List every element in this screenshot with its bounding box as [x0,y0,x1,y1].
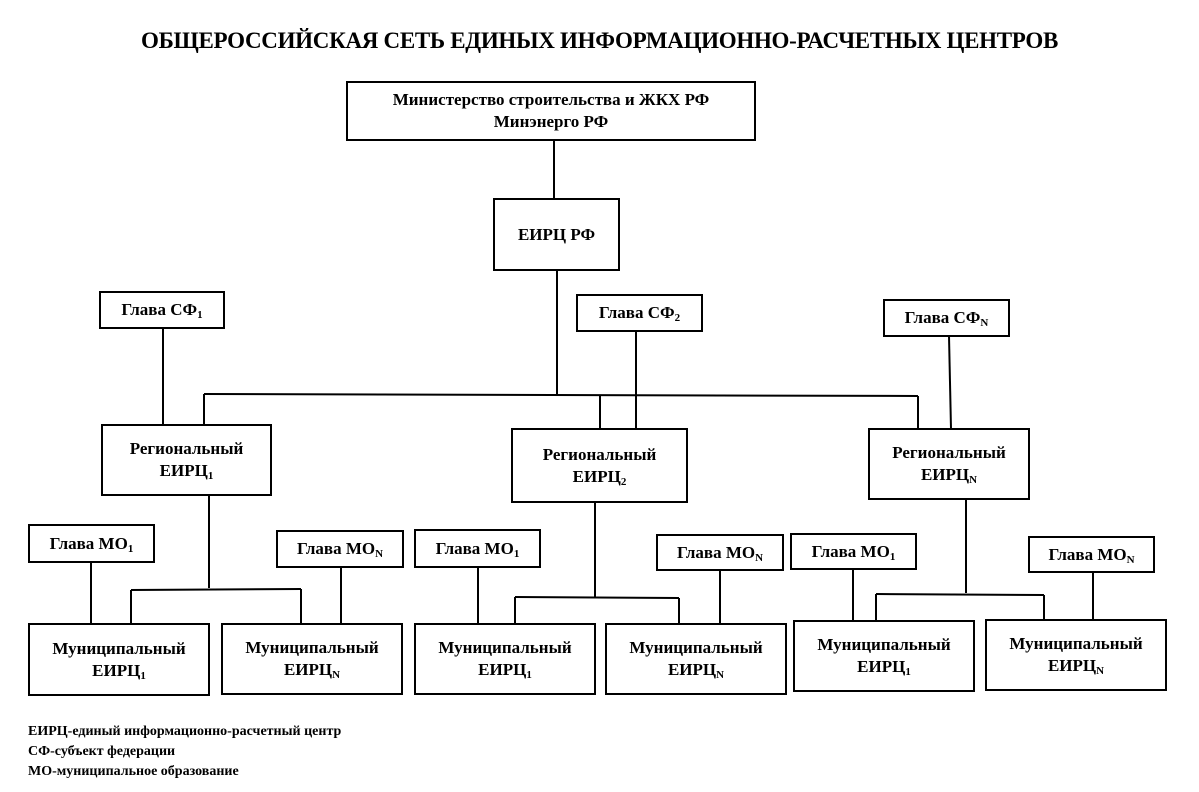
sf-head-label: Глава СФ [121,300,198,319]
sf-head-label: Глава СФ [904,308,981,327]
regional-line1: Региональный [542,444,657,464]
subscript: N [375,548,384,560]
eirc-rf-label: ЕИРЦ РФ [517,224,596,244]
subscript: N [332,669,341,681]
legend-item: СФ-субъект федерации [28,744,176,759]
mo-head-label: Глава МО [811,541,890,561]
eirc-rf-box: ЕИРЦ РФ [493,198,620,271]
mo-head-label: Глава МО [49,533,128,553]
subscript: 1 [140,669,146,682]
mo-head-box: Глава МОN [1028,536,1155,573]
connector [948,335,952,430]
municipal-line1: Муниципальный [629,638,763,657]
sf-head-box-n: Глава СФN [883,299,1010,337]
connector [130,588,302,591]
regional-eirc-box-1: Региональный ЕИРЦ1 [101,424,272,496]
municipal-line1: Муниципальный [1009,634,1143,653]
subscript: N [969,474,978,486]
municipal-line2: ЕИРЦ [92,660,141,680]
subscript: 2 [620,475,627,488]
mo-head-box: Глава МОN [656,534,784,571]
mo-head-label: Глава МО [676,542,756,562]
municipal-line1: Муниципальный [52,638,186,658]
legend: ЕИРЦ-единый информационно-расчетный цент… [28,722,341,782]
subscript: N [755,551,764,564]
subscript: 1 [905,666,911,678]
subscript: 1 [513,547,520,560]
mo-head-box: Глава МОN [276,530,404,568]
municipal-eirc-box: Муниципальный ЕИРЦN [221,623,403,695]
subscript: N [980,317,989,329]
subscript: N [1096,665,1105,677]
municipal-line2: ЕИРЦ [283,660,333,679]
municipal-line1: Муниципальный [245,638,379,657]
regional-line2: ЕИРЦ [159,461,208,480]
regional-line2: ЕИРЦ [572,466,621,486]
municipal-line1: Муниципальный [438,638,572,657]
diagram-title: ОБЩЕРОССИЙСКАЯ СЕТЬ ЕДИНЫХ ИНФОРМАЦИОННО… [140,28,1059,53]
municipal-eirc-box: Муниципальный ЕИРЦ1 [793,620,975,692]
legend-item: ЕИРЦ-единый информационно-расчетный цент… [28,724,342,739]
connector [203,393,919,397]
subscript: 1 [127,542,134,555]
regional-eirc-box-n: Региональный ЕИРЦN [868,428,1030,500]
sf-head-box-2: Глава СФ2 [576,294,703,332]
subscript: 1 [207,470,214,482]
regional-line1: Региональный [129,439,244,458]
mo-head-box: Глава МО1 [28,524,155,563]
sf-head-label: Глава СФ [598,303,675,322]
legend-item: МО-муниципальное образование [28,764,239,779]
subscript: 1 [197,309,203,321]
municipal-line2: ЕИРЦ [857,657,906,676]
subscript: 1 [889,550,896,563]
regional-eirc-box-2: Региональный ЕИРЦ2 [511,428,688,503]
mo-head-label: Глава МО [296,539,376,558]
subscript: 2 [674,312,681,324]
ministry-line1: Министерство строительства и ЖКХ РФ [392,90,710,109]
municipal-line2: ЕИРЦ [667,660,717,679]
mo-head-box: Глава МО1 [414,529,541,568]
municipal-eirc-box: Муниципальный ЕИРЦ1 [28,623,210,696]
municipal-eirc-box: Муниципальный ЕИРЦN [985,619,1167,691]
ministry-box: Министерство строительства и ЖКХ РФ Минэ… [346,81,756,141]
subscript: N [716,669,725,681]
regional-line2: ЕИРЦ [920,465,970,484]
regional-line1: Региональный [892,443,1006,462]
mo-head-box: Глава МО1 [790,533,917,570]
municipal-line2: ЕИРЦ [478,660,527,679]
subscript: N [1126,553,1135,566]
municipal-eirc-box: Муниципальный ЕИРЦ1 [414,623,596,695]
mo-head-label: Глава МО [1048,544,1127,564]
sf-head-box-1: Глава СФ1 [99,291,225,329]
mo-head-label: Глава МО [435,538,514,558]
municipal-line1: Муниципальный [817,635,951,654]
connector [875,593,1045,596]
subscript: 1 [526,669,532,681]
connector [514,596,680,599]
municipal-eirc-box: Муниципальный ЕИРЦN [605,623,787,695]
municipal-line2: ЕИРЦ [1047,656,1097,675]
ministry-line2: Минэнерго РФ [493,112,609,131]
